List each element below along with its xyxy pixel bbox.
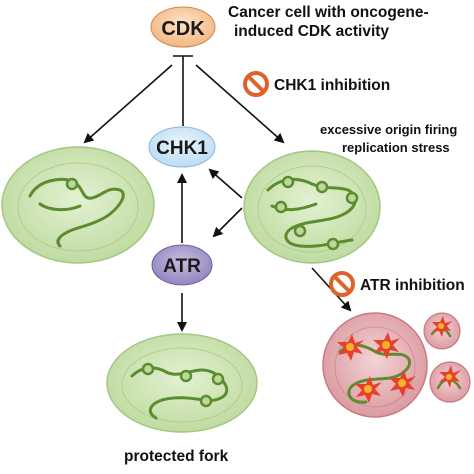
atr-node: ATR: [151, 244, 213, 286]
arrow-cdk-to-right-cell: [195, 64, 285, 144]
protected-fork-label: protected fork: [124, 448, 229, 465]
dna-damage-burst: [389, 370, 416, 397]
chk1-node: CHK1: [148, 126, 216, 168]
replication-bubble: [293, 224, 307, 238]
atr-inhibition-label: ATR inhibition: [360, 277, 465, 294]
cdk-label: CDK: [161, 18, 205, 40]
chk1-label: CHK1: [156, 138, 208, 159]
replication-bubble: [315, 180, 329, 194]
stress-label-line2: replication stress: [342, 140, 450, 155]
arrow-cell-to-atr: [212, 207, 243, 238]
dying-cell-large: [322, 312, 428, 418]
cdk-node: CDK: [150, 6, 216, 48]
dna-damage-burst: [355, 376, 382, 403]
atr-label: ATR: [163, 256, 201, 277]
replication-bubble: [345, 191, 359, 205]
chk1-inhibition-label: CHK1 inhibition: [274, 77, 390, 94]
replication-bubble: [281, 175, 295, 189]
replication-bubble: [274, 200, 288, 214]
replication-bubble: [326, 237, 340, 251]
atr-inhibition-icon: [329, 271, 355, 297]
replication-bubble: [179, 369, 193, 383]
protected-cell: [106, 333, 258, 433]
replication-bubble: [65, 177, 79, 191]
cancer-cell-label-line1: Cancer cell with oncogene-: [228, 4, 429, 21]
dna-damage-burst: [337, 334, 364, 361]
left-cell: [1, 146, 155, 264]
cancer-cell-label-line2: induced CDK activity: [234, 23, 389, 40]
dying-cell-small-top: [423, 312, 461, 350]
replication-bubble: [141, 362, 155, 376]
dna-damage-burst: [373, 332, 400, 359]
replication-bubble: [199, 394, 213, 408]
chk1-inhibition-icon: [243, 71, 269, 97]
dna-strand: [130, 366, 229, 420]
stressed-cell: [243, 150, 381, 264]
dna-strand: [338, 343, 411, 404]
stress-label-line1: excessive origin firing: [320, 122, 457, 137]
arrow-cdk-to-left-cell: [83, 64, 173, 144]
dying-cell-small-bottom: [429, 361, 471, 403]
replication-bubble: [211, 372, 225, 386]
arrow-cell-to-chk1: [208, 168, 243, 199]
